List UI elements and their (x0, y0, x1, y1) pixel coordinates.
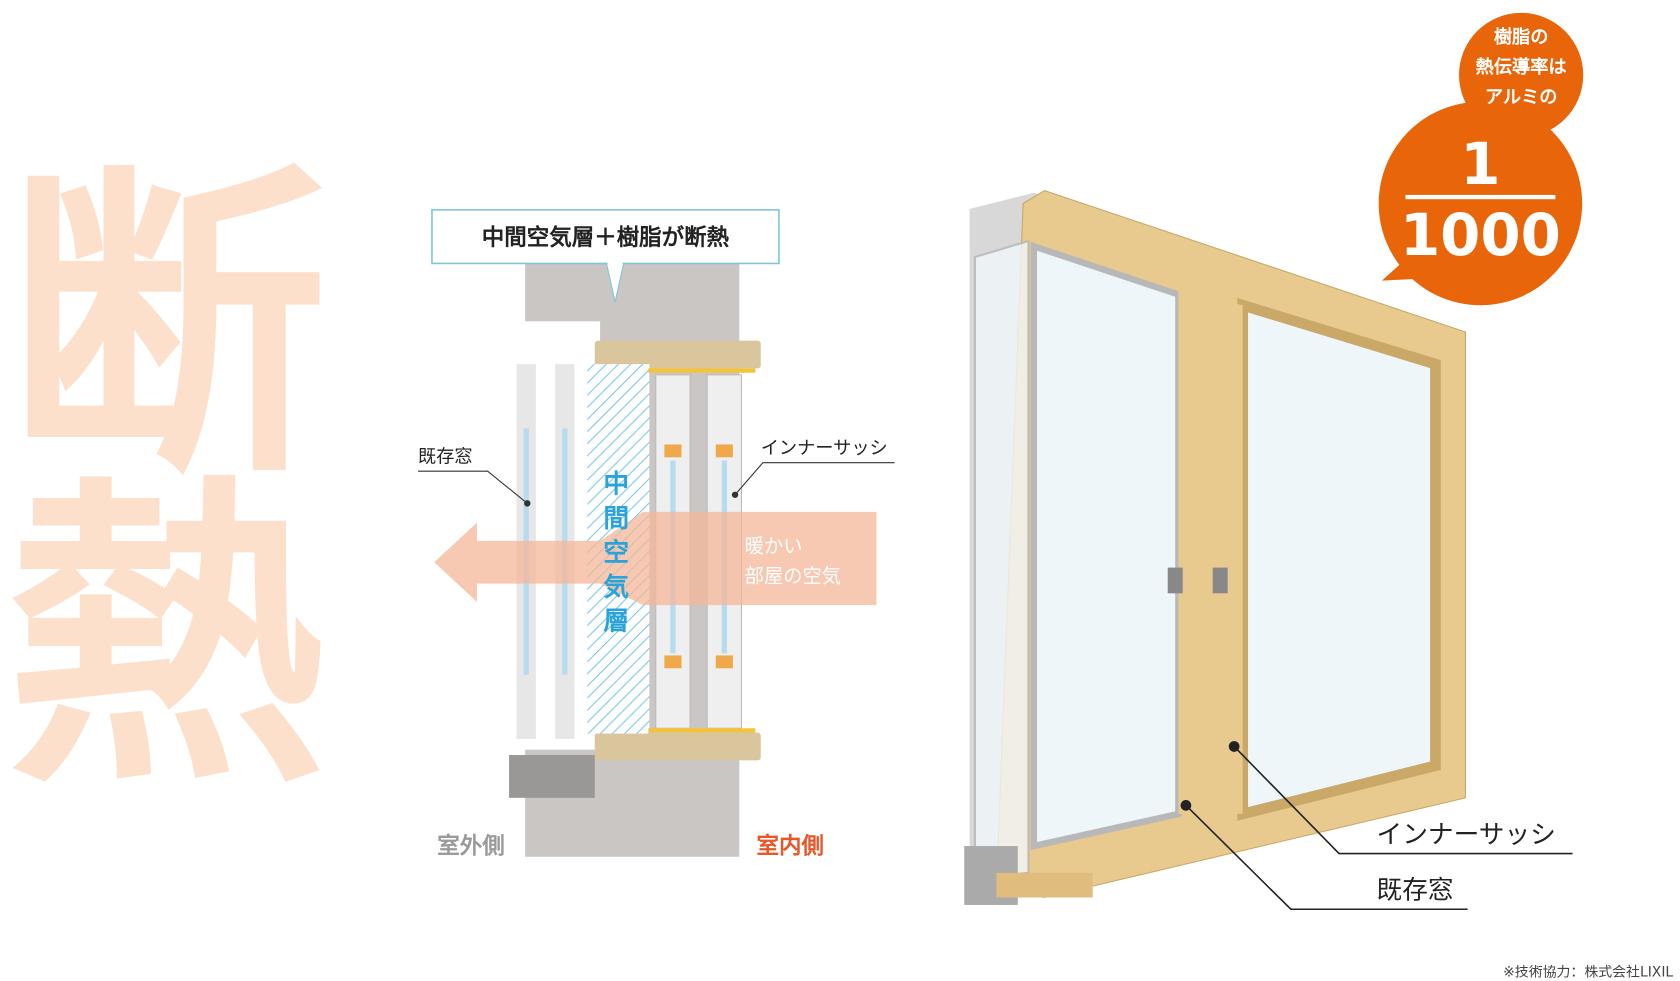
cross-section-diagram: 暖かい 部屋の空気 中 間 空 気 層 既存窓 インナーサッシ 室外側 室内側 (418, 262, 895, 860)
svg-text:アルミの: アルミの (1485, 87, 1558, 108)
photo-inner-sash-label: インナーサッシ (1377, 820, 1556, 850)
svg-text:層: 層 (603, 607, 629, 637)
badge-denominator: 1000 (1400, 201, 1561, 269)
photo-existing-window-label: 既存窓 (1377, 876, 1454, 906)
title-char-dan: 断 (6, 141, 327, 515)
lower-sill (594, 732, 761, 761)
svg-text:空: 空 (603, 537, 629, 568)
window-illustration: インナーサッシ 既存窓 (964, 190, 1573, 911)
svg-text:中: 中 (603, 470, 629, 500)
warm-air-label-2: 部屋の空気 (745, 565, 841, 588)
inside-label: 室内側 (756, 833, 823, 860)
callout-box: 中間空気層＋樹脂が断熱 (431, 209, 780, 303)
svg-text:樹脂の: 樹脂の (1494, 26, 1549, 48)
upper-sill (594, 340, 761, 369)
svg-text:熱伝導率は: 熱伝導率は (1476, 56, 1567, 78)
outside-label: 室外側 (437, 833, 504, 860)
inner-sash-label: インナーサッシ (761, 438, 888, 459)
heat-arrow (434, 511, 877, 606)
warm-air-label-1: 暖かい (745, 535, 803, 558)
conductivity-badge: 樹脂の 熱伝導率は アルミの 1 1000 (1378, 12, 1584, 306)
air-layer-label: 中 間 空 気 層 (603, 470, 629, 637)
credit-note: ※技術協力：株式会社LIXIL (1503, 965, 1673, 981)
callout-text: 中間空気層＋樹脂が断熱 (482, 224, 730, 251)
svg-text:気: 気 (603, 571, 629, 602)
title-char-netsu: 熱 (6, 452, 327, 826)
svg-text:間: 間 (603, 504, 629, 534)
badge-numerator: 1 (1460, 130, 1500, 198)
existing-window-label: 既存窓 (418, 447, 473, 468)
